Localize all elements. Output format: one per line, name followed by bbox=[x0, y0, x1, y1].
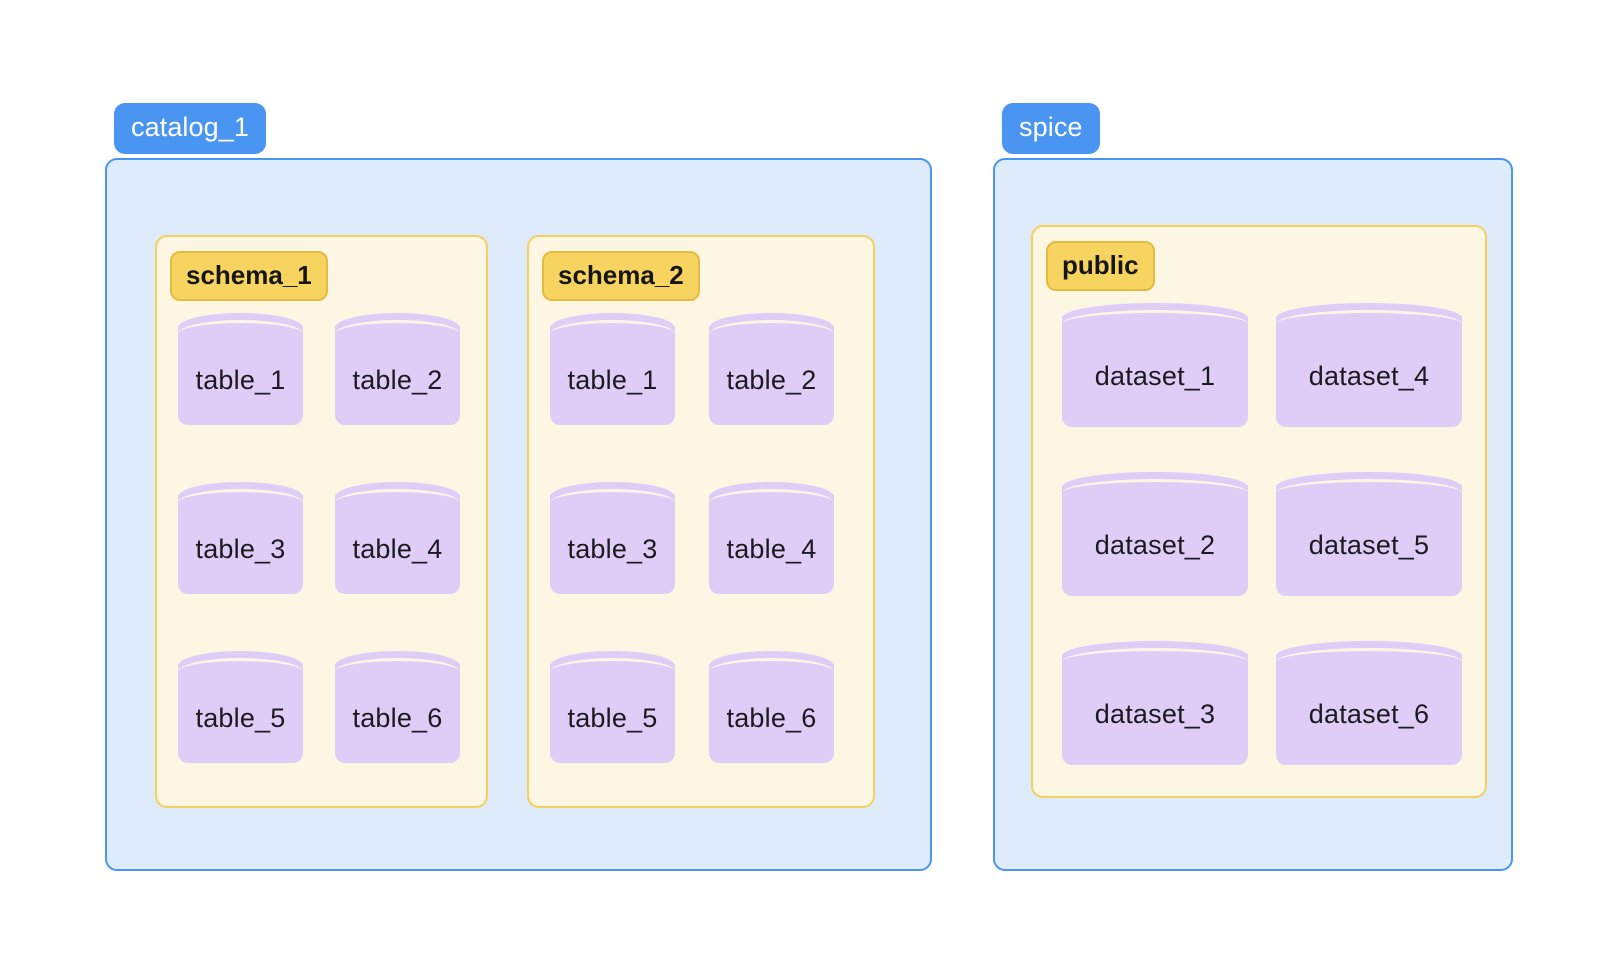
table-label: table_6 bbox=[726, 702, 817, 733]
table-cylinder[interactable]: table_2 bbox=[709, 313, 834, 425]
cylinder-top-ellipse-icon bbox=[709, 313, 834, 343]
cylinder-body bbox=[1062, 316, 1248, 427]
cylinder-top-ellipse-icon bbox=[335, 482, 460, 512]
cylinder-body bbox=[1062, 485, 1248, 596]
dataset-label: dataset_2 bbox=[1094, 529, 1216, 560]
dataset-cylinder[interactable]: dataset_3 bbox=[1062, 641, 1248, 765]
cylinder-top-ellipse-icon bbox=[709, 482, 834, 512]
cylinder-body bbox=[1276, 316, 1462, 427]
cylinder-top-ellipse-icon bbox=[1276, 303, 1462, 333]
table-cylinder[interactable]: table_4 bbox=[709, 482, 834, 594]
table-cylinder[interactable]: table_5 bbox=[178, 651, 303, 763]
dataset-cylinder[interactable]: dataset_2 bbox=[1062, 472, 1248, 596]
dataset-label: dataset_4 bbox=[1308, 360, 1430, 391]
table-label: table_5 bbox=[567, 702, 658, 733]
table-label: table_1 bbox=[195, 364, 286, 395]
cylinder-top-ellipse-icon bbox=[1062, 641, 1248, 671]
cylinder-top-ellipse-icon bbox=[550, 651, 675, 681]
table-cylinder[interactable]: table_6 bbox=[335, 651, 460, 763]
catalog-box-catalog_1: schema_1 table_1 table_2 bbox=[105, 158, 932, 871]
dataset-cylinder[interactable]: dataset_4 bbox=[1276, 303, 1462, 427]
table-label: table_1 bbox=[567, 364, 658, 395]
table-label: table_3 bbox=[195, 533, 286, 564]
table-cylinder[interactable]: table_5 bbox=[550, 651, 675, 763]
cylinder-top-ellipse-icon bbox=[1276, 641, 1462, 671]
table-cylinder[interactable]: table_3 bbox=[550, 482, 675, 594]
catalog-group-catalog_1: catalog_1 schema_1 table_1 table_2 bbox=[105, 103, 932, 871]
cylinder-top-ellipse-icon bbox=[709, 651, 834, 681]
table-cylinder[interactable]: table_2 bbox=[335, 313, 460, 425]
cylinder-top-ellipse-icon bbox=[1062, 472, 1248, 502]
schema-badge-schema_2[interactable]: schema_2 bbox=[542, 251, 700, 301]
cylinder-top-ellipse-icon bbox=[335, 651, 460, 681]
schema-panel-public: public dataset_1 dataset_4 bbox=[1031, 225, 1487, 798]
dataset-label: dataset_5 bbox=[1308, 529, 1430, 560]
catalog-badge-spice[interactable]: spice bbox=[1002, 103, 1100, 154]
dataset-label: dataset_3 bbox=[1094, 698, 1216, 729]
schema-badge-schema_1[interactable]: schema_1 bbox=[170, 251, 328, 301]
table-cylinder[interactable]: table_6 bbox=[709, 651, 834, 763]
dataset-cylinder[interactable]: dataset_6 bbox=[1276, 641, 1462, 765]
table-label: table_6 bbox=[352, 702, 443, 733]
catalog-box-spice: public dataset_1 dataset_4 bbox=[993, 158, 1513, 871]
cylinder-body bbox=[1276, 654, 1462, 765]
cylinder-body bbox=[1062, 654, 1248, 765]
schema-badge-public[interactable]: public bbox=[1046, 241, 1155, 291]
table-label: table_4 bbox=[726, 533, 817, 564]
table-label: table_2 bbox=[352, 364, 443, 395]
cylinder-top-ellipse-icon bbox=[1276, 472, 1462, 502]
table-label: table_5 bbox=[195, 702, 286, 733]
cylinder-body bbox=[1276, 485, 1462, 596]
cylinder-top-ellipse-icon bbox=[178, 482, 303, 512]
table-label: table_4 bbox=[352, 533, 443, 564]
cylinder-top-ellipse-icon bbox=[1062, 303, 1248, 333]
schema-panel-schema_2: schema_2 table_1 table_2 bbox=[527, 235, 875, 808]
table-label: table_2 bbox=[726, 364, 817, 395]
dataset-label: dataset_1 bbox=[1094, 360, 1216, 391]
table-cylinder[interactable]: table_1 bbox=[550, 313, 675, 425]
cylinder-top-ellipse-icon bbox=[178, 651, 303, 681]
catalog-badge-catalog_1[interactable]: catalog_1 bbox=[114, 103, 266, 154]
schema-panel-schema_1: schema_1 table_1 table_2 bbox=[155, 235, 488, 808]
cylinder-top-ellipse-icon bbox=[335, 313, 460, 343]
table-label: table_3 bbox=[567, 533, 658, 564]
table-cylinder[interactable]: table_4 bbox=[335, 482, 460, 594]
table-cylinder[interactable]: table_1 bbox=[178, 313, 303, 425]
cylinder-top-ellipse-icon bbox=[550, 313, 675, 343]
dataset-cylinder[interactable]: dataset_1 bbox=[1062, 303, 1248, 427]
dataset-cylinder[interactable]: dataset_5 bbox=[1276, 472, 1462, 596]
dataset-label: dataset_6 bbox=[1308, 698, 1430, 729]
table-cylinder[interactable]: table_3 bbox=[178, 482, 303, 594]
cylinder-top-ellipse-icon bbox=[550, 482, 675, 512]
cylinder-top-ellipse-icon bbox=[178, 313, 303, 343]
catalog-group-spice: spice public dataset_1 dataset_4 bbox=[993, 103, 1513, 871]
